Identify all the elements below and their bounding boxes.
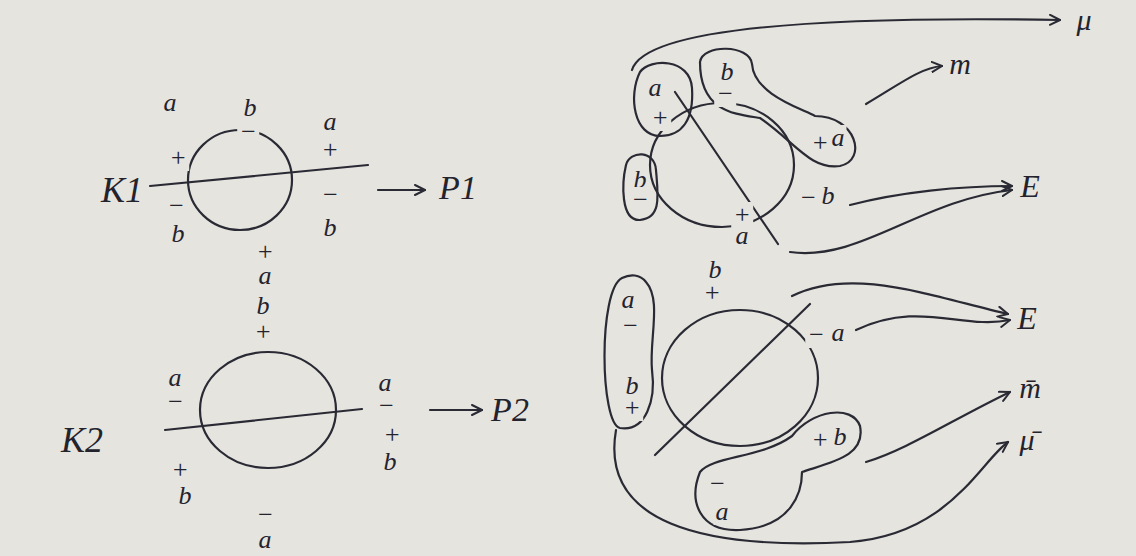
sign-label: − xyxy=(375,393,397,419)
sign-label: + xyxy=(701,280,723,306)
arrow xyxy=(430,409,482,411)
sign-label: − xyxy=(714,81,736,107)
sign-label: a xyxy=(647,75,664,101)
sign-label: + xyxy=(252,319,274,345)
arrow xyxy=(866,66,942,104)
sign-label: − xyxy=(237,119,259,145)
sign-label: a xyxy=(830,320,847,346)
sign-label: b xyxy=(832,424,849,450)
arrow xyxy=(378,189,425,191)
sign-label: + xyxy=(169,457,191,483)
sign-label: b xyxy=(322,215,339,241)
sign-label: − xyxy=(165,193,187,219)
sign-label: − xyxy=(805,322,827,348)
sign-label: E xyxy=(1018,170,1042,202)
sign-label: b xyxy=(255,293,272,319)
sign-label: − xyxy=(164,389,186,415)
sign-label: a xyxy=(257,527,274,553)
sign-label: K2 xyxy=(59,422,105,458)
sign-label: + xyxy=(649,105,671,131)
sign-label: b xyxy=(170,221,187,247)
sign-label: − xyxy=(706,471,728,497)
sign-label: − xyxy=(319,182,341,208)
arrow xyxy=(632,19,1060,70)
sign-label: K1 xyxy=(99,172,145,208)
sign-label: a xyxy=(734,223,751,249)
loop xyxy=(634,63,692,136)
sign-label: a xyxy=(714,499,731,525)
arrow xyxy=(856,316,1010,330)
loop xyxy=(696,413,861,531)
sign-label: μ xyxy=(1074,5,1093,35)
sign-label: a xyxy=(322,109,339,135)
loop xyxy=(605,275,655,428)
sign-label: + xyxy=(621,395,643,421)
sign-label: a xyxy=(167,365,184,391)
sign-label: + xyxy=(381,422,403,448)
sign-label: + xyxy=(254,239,276,265)
cut-line xyxy=(165,409,362,430)
arrow xyxy=(792,283,1008,314)
sign-label: P2 xyxy=(489,393,531,427)
sign-label: + xyxy=(319,137,341,163)
sign-label: b xyxy=(820,183,837,209)
sign-label: b xyxy=(177,483,194,509)
sign-label: − xyxy=(254,502,276,528)
sign-label: − xyxy=(619,313,641,339)
sign-label: m xyxy=(947,49,973,79)
sign-label: a xyxy=(830,125,847,151)
sign-label: − xyxy=(797,185,819,211)
sign-label: + xyxy=(809,427,831,453)
sign-label: b xyxy=(382,449,399,475)
circle xyxy=(200,352,336,468)
cut-line xyxy=(655,304,810,455)
sign-label: P1 xyxy=(437,171,479,205)
sign-label: m̄ xyxy=(1017,373,1043,403)
loop xyxy=(623,154,657,220)
sign-label: a xyxy=(162,90,179,116)
sign-label: − xyxy=(629,187,651,213)
sign-label: a xyxy=(620,287,637,313)
sign-label: a xyxy=(257,263,274,289)
loop xyxy=(700,49,855,167)
circle xyxy=(650,103,794,227)
sign-label: + xyxy=(167,145,189,171)
arrow xyxy=(850,186,1012,205)
sign-label: E xyxy=(1015,302,1039,334)
arrow xyxy=(866,392,1010,462)
sign-label: μ̄ xyxy=(1017,425,1036,455)
sign-label: + xyxy=(809,130,831,156)
sign-label: b xyxy=(242,95,259,121)
